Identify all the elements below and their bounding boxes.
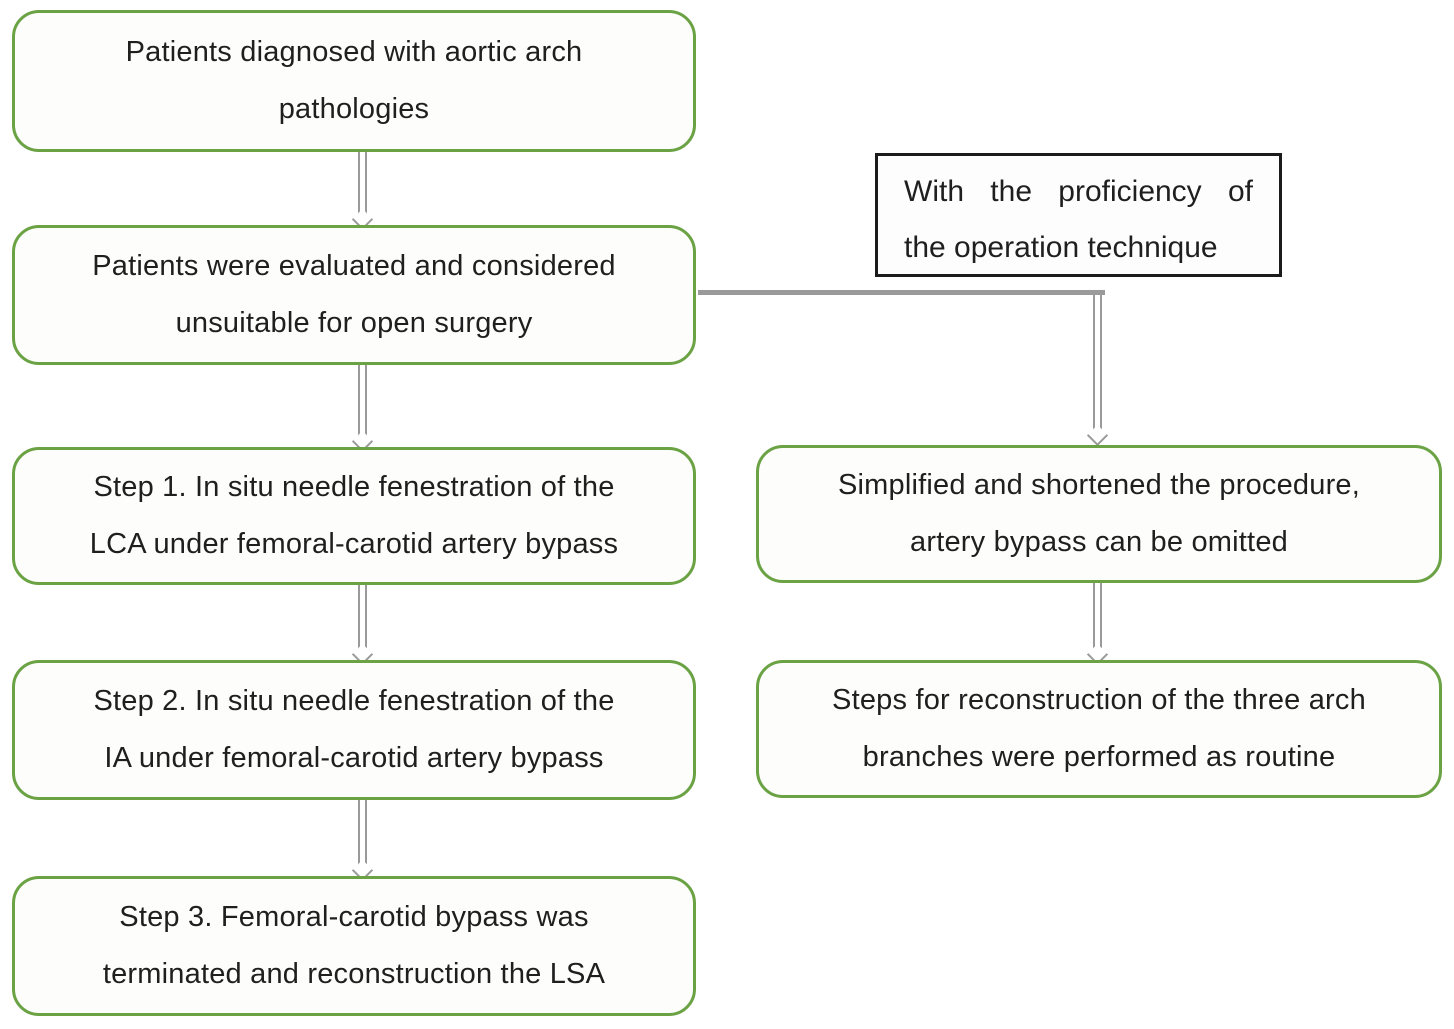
node-diagnosis-line2: pathologies <box>278 93 430 125</box>
note-proficiency: With the proficiency of the operation te… <box>875 153 1282 277</box>
arrow-head <box>1086 424 1108 447</box>
node-step2-line1: Step 2. In situ needle fenestration of t… <box>93 685 615 717</box>
arrow-down-icon <box>349 585 375 666</box>
node-evaluation: Patients were evaluated and considered u… <box>12 225 696 365</box>
arrow-shaft <box>357 152 367 224</box>
node-routine-line1: Steps for reconstruction of the three ar… <box>832 684 1366 716</box>
note-proficiency-line1: With the proficiency of <box>904 175 1253 208</box>
node-step3-line1: Step 3. Femoral-carotid bypass was <box>119 901 589 933</box>
node-routine: Steps for reconstruction of the three ar… <box>756 660 1442 798</box>
arrow-down-icon <box>349 152 375 231</box>
arrow-shaft <box>357 585 367 659</box>
arrow-down-icon <box>1084 293 1110 447</box>
node-diagnosis: Patients diagnosed with aortic arch path… <box>12 10 696 152</box>
node-routine-line2: branches were performed as routine <box>862 741 1336 773</box>
node-evaluation-line2: unsuitable for open surgery <box>175 307 533 339</box>
node-step1-line2: LCA under femoral-carotid artery bypass <box>89 528 619 560</box>
arrow-shaft <box>357 800 367 875</box>
arrow-down-icon <box>1084 583 1110 666</box>
node-step2: Step 2. In situ needle fenestration of t… <box>12 660 696 800</box>
node-step3-line2: terminated and reconstruction the LSA <box>102 958 606 990</box>
node-evaluation-line1: Patients were evaluated and considered <box>92 250 616 282</box>
node-simplified-line2: artery bypass can be omitted <box>910 526 1288 558</box>
arrow-shaft <box>1092 293 1102 440</box>
node-step3: Step 3. Femoral-carotid bypass was termi… <box>12 876 696 1016</box>
arrow-down-icon <box>349 800 375 882</box>
node-simplified-line1: Simplified and shortened the procedure, <box>837 469 1361 501</box>
node-step1: Step 1. In situ needle fenestration of t… <box>12 447 696 585</box>
node-step1-line1: Step 1. In situ needle fenestration of t… <box>93 471 615 503</box>
note-proficiency-line2: the operation technique <box>904 231 1218 264</box>
node-simplified: Simplified and shortened the procedure, … <box>756 445 1442 583</box>
arrow-shaft <box>357 365 367 446</box>
elbow-connector-horizontal <box>698 290 1105 295</box>
node-diagnosis-line1: Patients diagnosed with aortic arch <box>125 36 583 68</box>
node-step2-line2: IA under femoral-carotid artery bypass <box>104 742 604 774</box>
arrow-down-icon <box>349 365 375 453</box>
arrow-shaft <box>1092 583 1102 659</box>
